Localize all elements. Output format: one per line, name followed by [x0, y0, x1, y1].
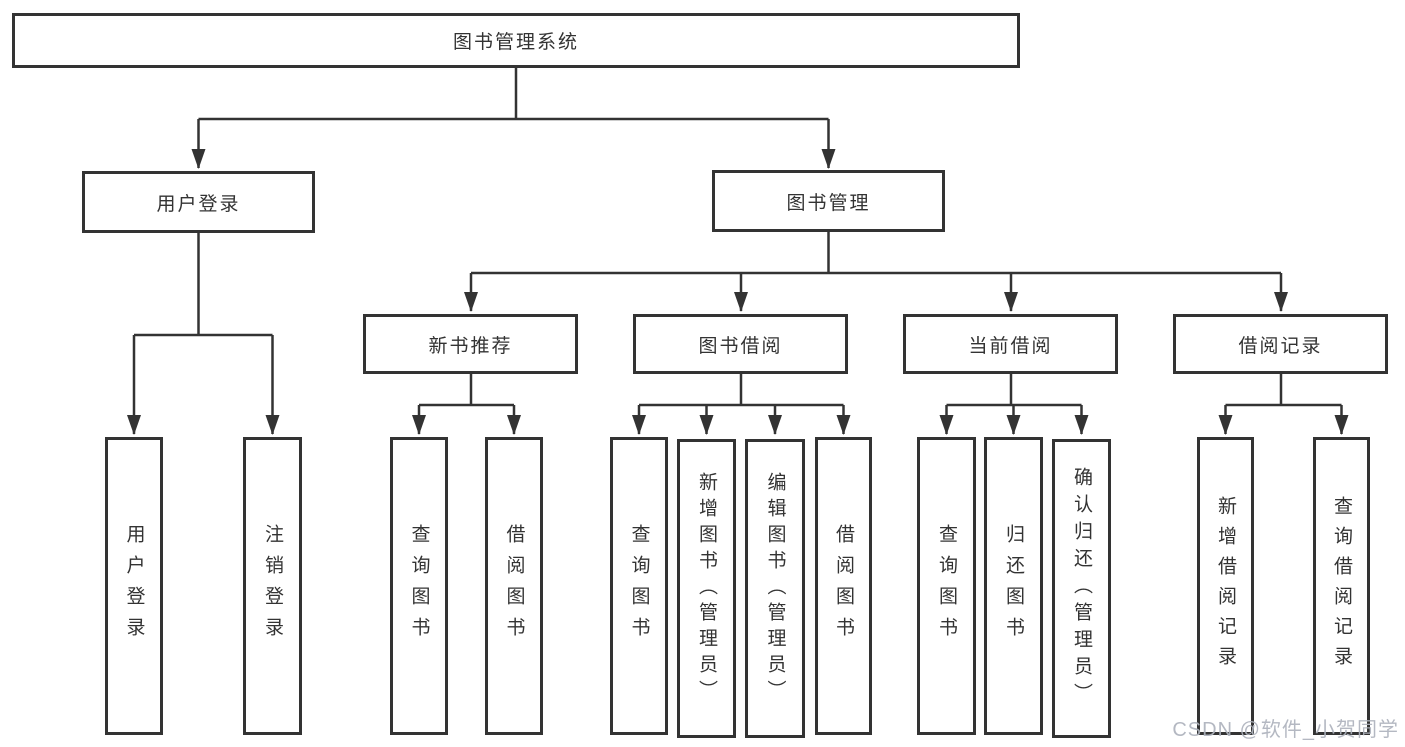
- node-borrowing-records: 借阅记录: [1173, 314, 1388, 374]
- leaf-confirm-return-admin: 确认归还（管理员）: [1052, 439, 1111, 738]
- node-user-login-group: 用户登录: [82, 171, 315, 233]
- node-book-management: 图书管理: [712, 170, 945, 232]
- leaf-user-login: 用户登录: [105, 437, 163, 735]
- csdn-watermark: CSDN @软件_小贺同学: [1172, 719, 1399, 741]
- connector-arrows: [127, 119, 1349, 435]
- leaf-borrow-books-recommend: 借阅图书: [485, 437, 543, 735]
- node-library-management-system: 图书管理系统: [12, 13, 1020, 68]
- connector-trunks: [134, 68, 1342, 407]
- node-label: 用户登录: [156, 193, 241, 215]
- node-label: 图书管理: [786, 192, 871, 214]
- leaf-query-books-borrowing: 查询图书: [610, 437, 668, 735]
- leaf-add-book-admin: 新增图书（管理员）: [677, 439, 736, 738]
- node-label: 图书借阅: [698, 335, 783, 357]
- leaf-query-borrow-record: 查询借阅记录: [1313, 437, 1370, 735]
- leaf-borrow-books-borrowing: 借阅图书: [815, 437, 872, 735]
- node-label: 新书推荐: [428, 335, 513, 357]
- node-label: 当前借阅: [968, 335, 1053, 357]
- node-label: 借阅记录: [1238, 335, 1323, 357]
- leaf-return-book: 归还图书: [984, 437, 1043, 735]
- leaf-query-books-current: 查询图书: [917, 437, 976, 735]
- node-new-book-recommend: 新书推荐: [363, 314, 578, 374]
- leaf-logout: 注销登录: [243, 437, 302, 735]
- leaf-query-books-recommend: 查询图书: [390, 437, 448, 735]
- leaf-edit-book-admin: 编辑图书（管理员）: [745, 439, 805, 738]
- node-current-borrowing: 当前借阅: [903, 314, 1118, 374]
- node-label: 图书管理系统: [452, 32, 579, 53]
- node-book-borrowing: 图书借阅: [633, 314, 848, 374]
- leaf-add-borrow-record: 新增借阅记录: [1197, 437, 1254, 735]
